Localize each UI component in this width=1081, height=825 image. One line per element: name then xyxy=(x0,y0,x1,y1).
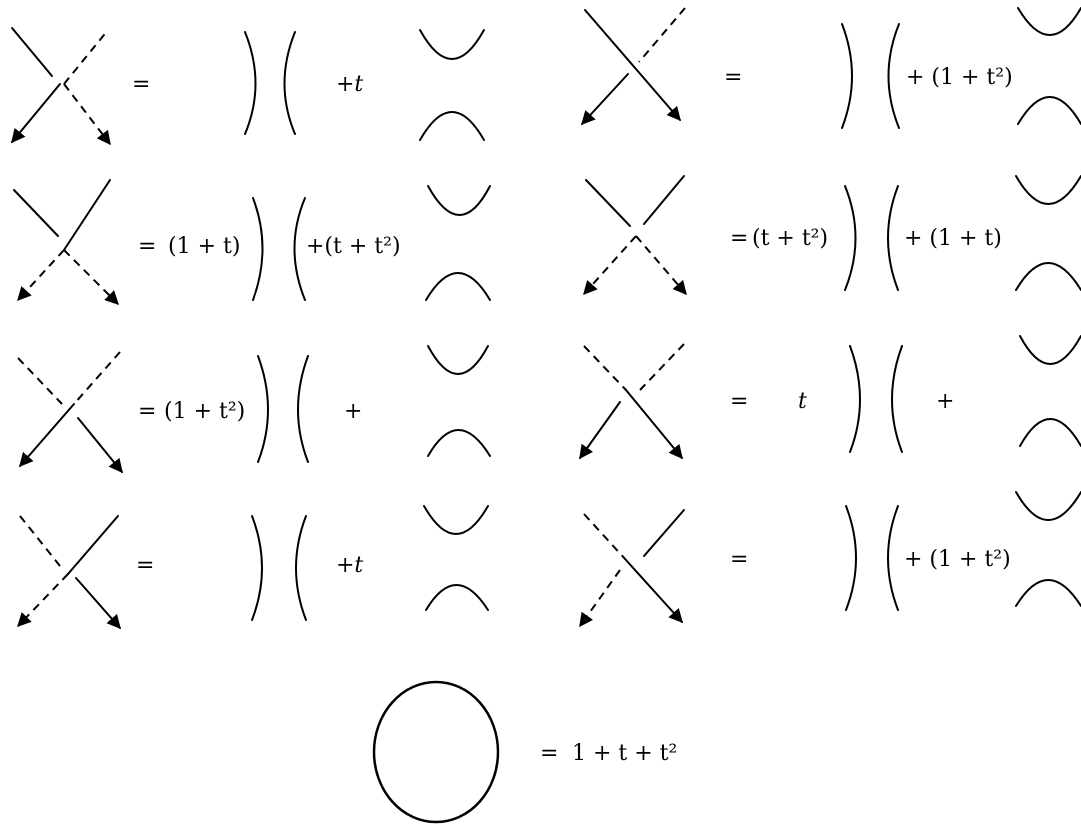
cap-1 xyxy=(419,111,485,141)
term-4-a: (t + t²) xyxy=(752,226,828,251)
crossing-8 xyxy=(579,509,685,628)
crossing-5 xyxy=(17,351,123,474)
crossing-1 xyxy=(11,27,111,146)
crossing-3 xyxy=(13,179,119,305)
term-2-b: + (1 + t²) xyxy=(906,65,1013,90)
cup-5 xyxy=(427,345,489,375)
equals-8: = xyxy=(730,547,748,572)
term-6-a: t xyxy=(798,389,807,414)
vertical-pair-3-left xyxy=(252,197,264,301)
cap-7 xyxy=(425,584,489,611)
cap-4 xyxy=(1015,262,1081,291)
cup-1 xyxy=(419,29,485,60)
vertical-pair-1-left xyxy=(244,31,257,135)
term-6-b: + xyxy=(936,389,954,414)
term-8-b: + (1 + t²) xyxy=(904,547,1011,572)
vertical-pair-2-right xyxy=(887,23,900,129)
crossing-2 xyxy=(581,7,686,126)
cap-2 xyxy=(1017,96,1081,125)
cap-6 xyxy=(1019,418,1081,447)
vertical-pair-2-left xyxy=(841,23,853,129)
crossing-4 xyxy=(583,175,687,296)
crossing-6 xyxy=(579,343,685,460)
cup-8 xyxy=(1015,491,1081,521)
equals-4: = xyxy=(730,226,748,251)
cup-6 xyxy=(1019,335,1081,365)
vertical-pair-8-left xyxy=(845,505,857,611)
term-5-a: (1 + t²) xyxy=(164,399,245,424)
term-7-b-visible: +t xyxy=(336,553,363,578)
vertical-pair-3-right xyxy=(293,197,306,301)
vertical-pair-6-left xyxy=(849,345,861,453)
vertical-pair-5-left xyxy=(257,355,269,463)
unknot-circle xyxy=(372,680,500,824)
vertical-pair-7-left xyxy=(251,515,263,621)
equals-6: = xyxy=(730,389,748,414)
term-3-a: (1 + t) xyxy=(168,234,240,259)
crossing-7 xyxy=(17,515,121,630)
vertical-pair-4-right xyxy=(887,185,899,291)
vertical-pair-6-right xyxy=(891,345,903,453)
equals-1: = xyxy=(132,72,150,97)
cup-2 xyxy=(1017,7,1081,36)
term-5-b: + xyxy=(344,399,362,424)
term-3-b: +(t + t²) xyxy=(306,234,401,259)
vertical-pair-1-right xyxy=(283,31,296,135)
cap-5 xyxy=(427,429,491,457)
cup-3 xyxy=(427,185,491,216)
equals-3: = xyxy=(138,234,156,259)
cup-4 xyxy=(1015,175,1081,205)
vertical-pair-7-right xyxy=(295,515,307,621)
cup-7 xyxy=(423,505,489,535)
cap-3 xyxy=(425,272,491,301)
vertical-pair-4-left xyxy=(844,185,857,291)
equals-7: = xyxy=(136,553,154,578)
cap-8 xyxy=(1015,579,1081,607)
term-1-b: +t xyxy=(336,72,363,97)
vertical-pair-8-right xyxy=(887,505,899,611)
loop-equals: = xyxy=(540,741,558,766)
equals-2: = xyxy=(724,65,742,90)
term-4-b: + (1 + t) xyxy=(904,226,1002,251)
loop-value: 1 + t + t² xyxy=(572,741,677,766)
equals-5: = xyxy=(138,399,156,424)
vertical-pair-5-right xyxy=(297,355,309,463)
